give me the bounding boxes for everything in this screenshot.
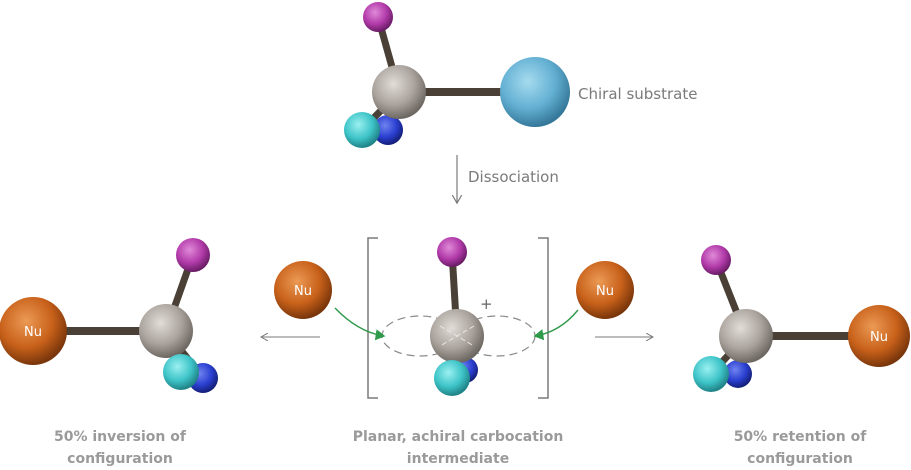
inversion-product-molecule: Nu (0, 238, 218, 393)
nucleophile-label: Nu (596, 284, 614, 299)
nucleophile-atom (274, 261, 332, 319)
cyan-atom (163, 354, 199, 390)
magenta-atom (701, 245, 731, 275)
carbon-atom (372, 65, 426, 119)
nucleophile-atom (848, 305, 910, 367)
retention-caption: 50% retention of configuration (700, 426, 900, 470)
nucleophile-label: Nu (870, 330, 888, 345)
nucleophile-label: Nu (24, 325, 42, 340)
chiral-substrate-label: Chiral substrate (578, 85, 698, 103)
right-bracket (538, 237, 549, 399)
left-incoming-nucleophile: Nu (274, 261, 332, 319)
dissociation-label: Dissociation (468, 168, 559, 186)
blue-atom (724, 360, 752, 388)
cyan-atom (693, 356, 729, 392)
right-attack-arrow (533, 309, 579, 341)
retention-product-molecule: Nu (693, 245, 910, 392)
nucleophile-atom (0, 297, 67, 365)
nucleophile-atom (576, 261, 634, 319)
chiral-substrate-molecule (344, 2, 570, 148)
magenta-atom (176, 238, 210, 272)
carbon-atom (139, 304, 193, 358)
magenta-atom (437, 237, 467, 267)
retention-caption-line1: 50% retention of (733, 429, 867, 445)
intermediate-caption-line1: Planar, achiral carbocation (352, 429, 564, 445)
inversion-caption-line1: 50% inversion of (54, 429, 186, 445)
retention-caption-line2: configuration (747, 451, 853, 467)
left-bracket (367, 237, 378, 399)
intermediate-caption-line2: intermediate (406, 451, 510, 467)
nucleophile-label: Nu (294, 284, 312, 299)
blue-atom (373, 115, 403, 145)
inversion-caption-line2: configuration (67, 451, 173, 467)
magenta-atom (363, 2, 393, 32)
inversion-caption: 50% inversion of configuration (20, 426, 220, 470)
cyan-atom (434, 360, 470, 396)
carbocation-intermediate: + (367, 237, 549, 399)
cyan-atom (344, 112, 380, 148)
positive-charge: + (480, 295, 493, 313)
orbital-cross-dashes (439, 325, 475, 347)
carbon-atom (719, 309, 773, 363)
right-incoming-nucleophile: Nu (576, 261, 634, 319)
leaving-group-atom (500, 57, 570, 127)
left-attack-arrow (334, 307, 386, 341)
intermediate-caption: Planar, achiral carbocation intermediate (318, 426, 598, 470)
